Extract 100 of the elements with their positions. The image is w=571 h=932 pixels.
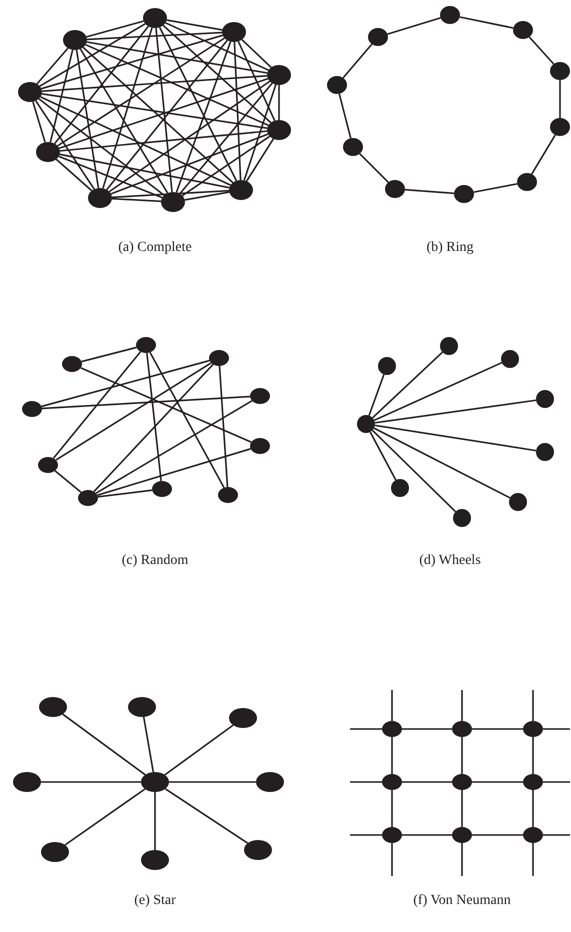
graph-vertex — [36, 142, 60, 162]
connector-line — [102, 27, 153, 189]
graph-vertex — [517, 173, 537, 191]
graph-vertex — [38, 457, 58, 473]
connector-line — [391, 843, 393, 876]
graph-vertex — [229, 180, 253, 200]
connector-line — [155, 28, 173, 192]
graph-vertex — [536, 443, 554, 461]
connector-line — [98, 489, 152, 498]
connector-line — [350, 728, 382, 730]
graph-vertex — [523, 721, 543, 737]
connector-line — [234, 42, 242, 180]
connector-line — [58, 78, 268, 150]
connector-line — [54, 470, 82, 493]
connector-line — [32, 101, 46, 143]
graph-vertex — [509, 493, 527, 511]
graph-vertex — [62, 356, 82, 372]
connector-line — [402, 781, 452, 783]
connector-line — [164, 724, 234, 776]
connector-line — [402, 834, 452, 836]
connector-line — [391, 790, 393, 827]
connector-line — [81, 346, 137, 362]
connector-line — [404, 188, 454, 194]
connector-line — [149, 352, 225, 488]
connector-line — [532, 843, 534, 876]
connector-line — [86, 20, 144, 38]
connector-line — [165, 22, 269, 71]
connector-line — [97, 448, 251, 496]
graph-vertex — [78, 490, 98, 506]
connector-line — [543, 728, 570, 730]
connector-line — [184, 191, 230, 201]
subfigure-caption: (d) Wheels — [419, 553, 481, 569]
graph-vertex — [536, 390, 554, 408]
connector-line — [532, 790, 534, 827]
connector-line — [350, 781, 382, 783]
connector-line — [474, 183, 518, 193]
connector-line — [80, 367, 252, 443]
graph-vertex — [440, 6, 460, 24]
graph-vertex — [39, 697, 67, 717]
connector-line — [374, 424, 536, 452]
graph-vertex — [41, 842, 69, 862]
connector-line — [374, 362, 502, 422]
connector-line — [532, 737, 534, 774]
subfigure-caption: (c) Random — [122, 553, 188, 569]
connector-line — [86, 41, 268, 74]
graph-vertex — [357, 415, 375, 433]
graph-vertex — [523, 827, 543, 843]
connector-line — [106, 40, 228, 190]
graph-vertex — [452, 721, 472, 737]
connector-line — [372, 352, 443, 418]
connector-line — [52, 351, 142, 459]
connector-line — [108, 80, 270, 192]
graph-vertex — [343, 138, 363, 156]
connector-line — [218, 366, 228, 488]
graph-vertex — [385, 180, 405, 198]
graph-vertex — [63, 30, 87, 50]
graph-vertex — [250, 388, 270, 404]
graph-vertex — [209, 350, 229, 366]
connector-line — [38, 98, 165, 196]
connector-line — [58, 156, 162, 198]
connector-line — [532, 690, 534, 721]
connector-line — [64, 788, 146, 846]
graph-vertex — [267, 120, 291, 140]
graph-vertex — [382, 721, 402, 737]
subfigure-caption: (b) Ring — [426, 240, 474, 256]
graph-vertex — [141, 772, 169, 792]
graph-vertex — [550, 118, 570, 136]
connector-line — [169, 781, 256, 783]
connector-line — [179, 82, 273, 194]
connector-line — [176, 41, 232, 193]
connector-line — [146, 352, 162, 482]
connector-line — [162, 24, 272, 124]
connector-line — [164, 788, 248, 844]
graph-vertex — [161, 192, 185, 212]
connector-line — [36, 48, 69, 84]
connector-line — [461, 843, 463, 876]
connector-line — [39, 23, 146, 87]
connector-line — [461, 737, 463, 774]
connector-line — [359, 153, 389, 183]
graph-vertex — [327, 76, 347, 94]
connector-line — [370, 432, 396, 480]
graph-vertex — [22, 401, 42, 417]
connector-line — [182, 136, 270, 196]
connector-line — [278, 85, 280, 120]
graph-vertex — [143, 8, 167, 28]
connector-line — [50, 50, 74, 142]
connector-line — [142, 716, 154, 772]
connector-line — [42, 93, 268, 129]
connector-line — [57, 37, 225, 147]
connector-line — [85, 44, 269, 126]
connector-line — [86, 32, 222, 40]
graph-vertex — [128, 697, 156, 717]
graph-vertex — [440, 337, 458, 355]
connector-line — [374, 399, 536, 424]
connector-line — [374, 427, 510, 499]
connector-line — [96, 400, 252, 494]
graph-vertex — [229, 708, 257, 728]
connector-line — [62, 714, 146, 776]
graph-vertex — [550, 62, 570, 80]
subfigure-caption: (f) Von Neumann — [413, 893, 511, 909]
